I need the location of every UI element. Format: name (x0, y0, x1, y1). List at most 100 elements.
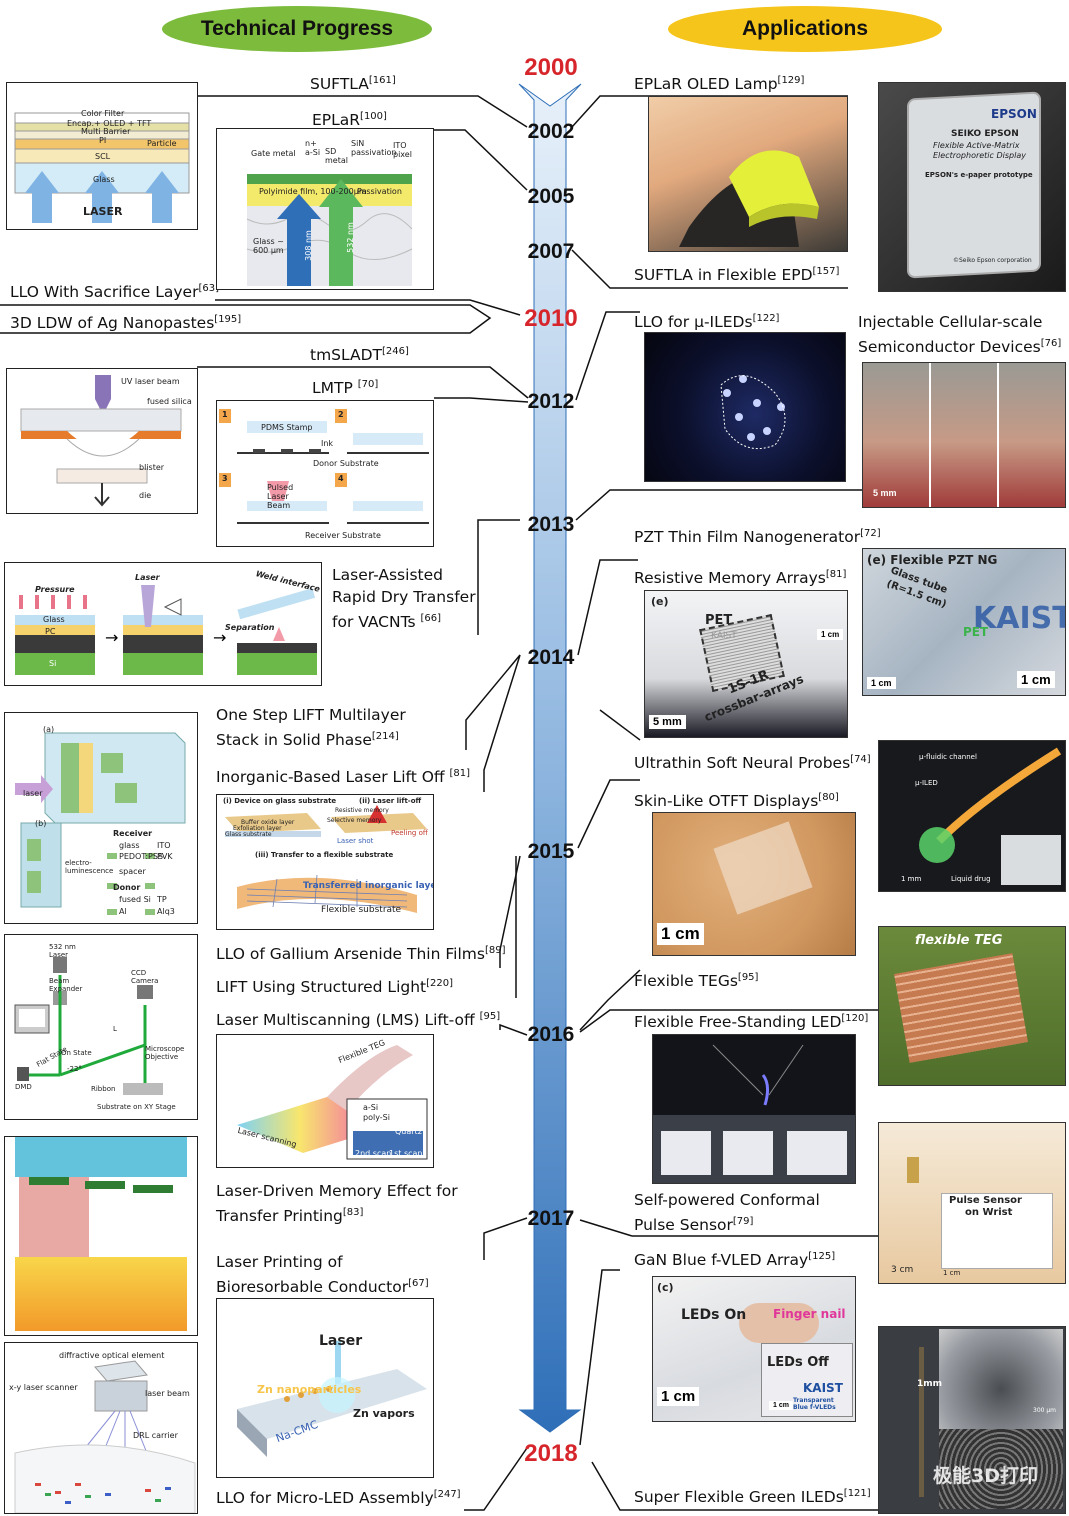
inorganic-llo-diagram: (i) Device on glass substrate (ii) Laser… (216, 794, 434, 930)
label-llo-gaas: LLO of Gallium Arsenide Thin Films[89] (216, 945, 506, 964)
neural-drug: Liquid drug (951, 875, 991, 883)
eplar-532: 532 nm (345, 222, 355, 253)
suftla-barrier: Multi Barrier (81, 127, 131, 136)
label-pulse-sensor: Self-powered Conformal Pulse Sensor[79] (634, 1191, 820, 1235)
lms-asi: a-Si (363, 1103, 379, 1112)
lmtp-receiver: Receiver Substrate (305, 531, 381, 540)
green-1mm: 1mm (917, 1379, 943, 1389)
eplar-sin: SiN passivation (351, 139, 397, 157)
lms-polysi: poly-Si (363, 1113, 390, 1122)
year-2018: 2018 (524, 1440, 578, 1467)
lift-laser: laser (23, 789, 43, 798)
bio-zn-nanoparticles: Zn nanoparticles (257, 1383, 362, 1396)
structured-angle: -22° (67, 1065, 82, 1073)
suftla-diagram: Color Filter Encap.+ OLED + TFT Multi Ba… (6, 82, 198, 230)
micro-led-diagram: diffractive optical element x-y laser sc… (4, 1342, 198, 1514)
eplar-diagram: Gate metal n+ a-Si SD metal SiN passivat… (216, 128, 434, 290)
pulse-wrist: on Wrist (965, 1207, 1013, 1218)
label-llo-sacrifice: LLO With Sacrifice Layer[63] (10, 283, 219, 302)
lift-pedot: PEDOT:PSS (119, 852, 164, 861)
resistive-memory-photo: (e) PET KAIST 1S-1R crossbar-arrays 1 cm… (644, 590, 848, 738)
technical-progress-header-label: Technical Progress (200, 17, 394, 40)
label-otft: Skin-Like OTFT Displays[80] (634, 792, 839, 811)
inorganic-peeling: Peeling off (391, 829, 428, 837)
memory-kaist: KAIST (711, 631, 737, 641)
lift-electro: electro-luminescence (65, 859, 114, 875)
microled-beam: laser beam (145, 1389, 190, 1398)
neural-iled: μ-ILED (915, 779, 938, 787)
eplar-glass: Glass ~ 600 μm (253, 237, 284, 255)
lift-al: Al (119, 907, 127, 916)
suftla-encap: Encap.+ OLED + TFT (67, 119, 152, 128)
teg-caption: flexible TEG (915, 933, 1003, 948)
label-injectable: Injectable Cellular-scale Semiconductor … (858, 313, 1062, 357)
year-2000: 2000 (524, 54, 578, 81)
bio-laser: Laser (319, 1333, 363, 1349)
label-micro-led: LLO for Micro-LED Assembly[247] (216, 1489, 461, 1508)
inorganic-selective: Selective memory (327, 817, 382, 824)
lift-alq: Alq3 (157, 907, 175, 916)
inorganic-glass-substrate: Glass substrate (225, 831, 272, 838)
epd-electrophoretic: Electrophoretic Display (933, 151, 1026, 160)
eplar-polyimide: Polyimide film, 100-200μm (259, 187, 367, 196)
pzt-pet: PET (963, 625, 989, 639)
label-free-standing-led: Flexible Free-Standing LED[120] (634, 1013, 869, 1032)
epd-seiko: SEIKO EPSON (951, 129, 1019, 139)
inorganic-i: (i) Device on glass substrate (223, 797, 337, 805)
structured-ccd: CCD Camera (131, 969, 159, 985)
eplar-gate-metal: Gate metal (251, 149, 296, 158)
neural-probes-photo: μ-fluidic channel μ-ILED 1 mm Liquid dru… (878, 740, 1066, 892)
suftla-epd-photo: EPSON SEIKO EPSON Flexible Active-Matrix… (878, 82, 1066, 292)
microled-doe: diffractive optical element (59, 1351, 165, 1360)
vled-scale-b: 1 cm (769, 1401, 793, 1410)
memory-scale-1cm: 1 cm (817, 629, 844, 640)
structured-on: On State (61, 1049, 92, 1057)
pzt-scale-a: 1 cm (867, 677, 896, 689)
lmtp-step3: 3 (222, 474, 228, 483)
epd-flexible: Flexible Active-Matrix (933, 141, 1020, 150)
injectable-scale: 5 mm (873, 488, 897, 498)
eplar-ito: ITO pixel (393, 141, 412, 159)
memory-pet: PET (705, 613, 733, 628)
label-suftla: SUFTLA[161] (310, 75, 396, 94)
watermark: 极能3D打印 (933, 1465, 1038, 1487)
label-teg: Flexible TEGs[95] (634, 972, 759, 991)
vacnt-laser: Laser (135, 573, 160, 582)
eplar-sd-metal: SD metal (325, 147, 348, 165)
vled-on: LEDs On (681, 1307, 747, 1323)
flexible-teg-photo: flexible TEG (878, 926, 1066, 1086)
pzt-title: (e) Flexible PZT NG (867, 553, 998, 567)
inorganic-laser-shot: Laser shot (337, 837, 374, 845)
vacnt-diagram: → → Pressure Glass PC Si Laser Separatio… (4, 562, 322, 686)
lift-multilayer-diagram: (a) laser (b) Receiver glass ITO PEDOT:P… (4, 712, 198, 924)
year-2016: 2016 (527, 1023, 575, 1046)
pzt-kaist: KAIST (973, 601, 1066, 636)
year-2007: 2007 (527, 240, 575, 263)
structured-laser: 532 nm Laser (49, 943, 76, 959)
lift-structured-diagram: 532 nm Laser Beam Expander CCD Camera Mi… (4, 934, 198, 1120)
green-300um: 300 μm (1033, 1407, 1057, 1414)
memory-scale-5mm: 5 mm (649, 715, 686, 729)
label-bioresorbable: Laser Printing of Bioresorbable Conducto… (216, 1253, 429, 1297)
lift-tp: TP (157, 895, 167, 904)
tmsladt-diagram: UV laser beam fused silica blister die (6, 368, 198, 514)
lmtp-donor: Donor Substrate (313, 459, 379, 468)
vled-kaist: KAIST (803, 1381, 843, 1395)
label-eplar-oled: EPLaR OLED Lamp[129] (634, 75, 805, 94)
label-pzt: PZT Thin Film Nanogenerator[72] (634, 528, 881, 547)
label-green-iled: Super Flexible Green ILEDs[121] (634, 1488, 871, 1507)
tmsladt-silica: fused silica (147, 397, 192, 406)
vled-c: (c) (657, 1281, 674, 1294)
lmtp-step4: 4 (338, 474, 344, 483)
microled-drl: DRL carrier (133, 1431, 178, 1440)
suftla-glass: Glass (93, 175, 115, 184)
applications-header: Applications (668, 6, 942, 52)
label-3d-ldw: 3D LDW of Ag Nanopastes[195] (10, 314, 242, 333)
vacnt-separation: Separation (225, 623, 275, 632)
label-resistive-memory: Resistive Memory Arrays[81] (634, 569, 847, 588)
label-inorganic-llo: Inorganic-Based Laser Lift Off [81] (216, 768, 471, 787)
vled-off: LEDs Off (767, 1355, 829, 1370)
year-2005: 2005 (527, 185, 575, 208)
pulse-1cm: 1 cm (943, 1269, 961, 1277)
